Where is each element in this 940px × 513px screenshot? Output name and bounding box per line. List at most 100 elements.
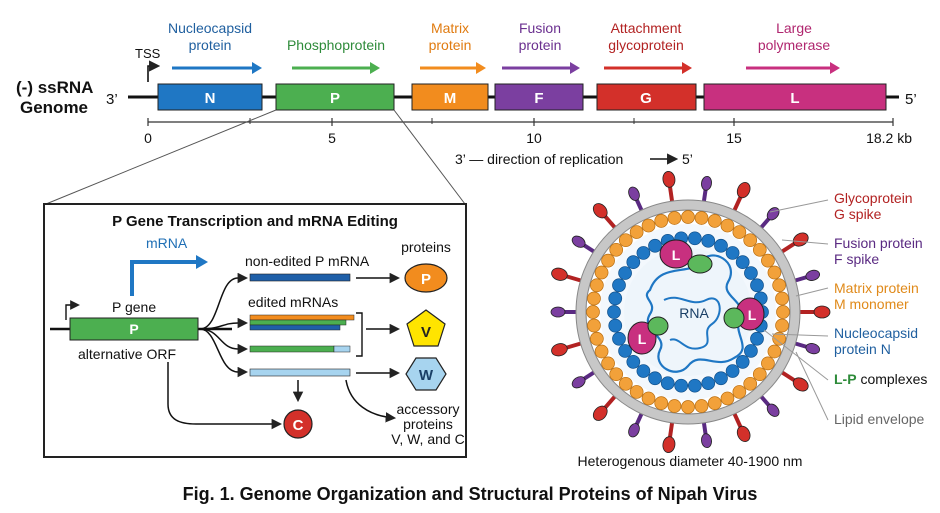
nucleocapsid-bead [612,278,626,293]
nucleocapsid-bead [687,231,702,246]
matrix-monomer [589,331,604,346]
zoom-line-right [393,109,466,205]
matrix-monomer [681,400,695,414]
edited-mrna-bar-4 [249,345,335,353]
tss-arrow-icon [147,60,161,82]
protein-w-icon [405,357,447,391]
matrix-monomer [667,399,682,413]
matrix-monomer [743,233,758,248]
f-spike-head [628,186,640,201]
arrowhead-F-icon [570,62,580,74]
protein-label-N-2: protein [189,37,232,53]
nucleocapsid-bead [648,238,662,253]
axis-tick-15: 15 [726,130,742,146]
matrix-monomer [594,265,609,280]
zoom-line-left [45,109,277,205]
alt-orf-label: alternative ORF [78,346,176,362]
matrix-monomer [609,242,624,257]
three-prime-end: 3’ [106,91,118,108]
nucleocapsid-bead [687,378,702,393]
legend-lp: L-P complexes [834,371,927,387]
g-spike-head [592,405,608,421]
protein-label-L-2: polymerase [758,37,831,53]
l-label-1: L [672,247,681,263]
matrix-monomer [589,278,604,293]
matrix-monomer [772,331,787,346]
protein-p-icon [404,263,448,293]
matrix-monomer [732,385,747,399]
edited-label: edited mRNAs [248,294,338,310]
protein-v-icon [406,309,446,347]
g-spike-head [592,203,608,219]
mrna-arrow-icon [130,260,198,296]
nucleocapsid-bead [618,344,632,358]
matrix-monomer [752,242,767,257]
protein-label-M-1: Matrix [431,20,469,36]
matrix-monomer [618,233,633,248]
matrix-monomer [767,265,782,280]
gene-letter-F: F [534,90,543,107]
branch-to-w [199,328,249,378]
legend-f-2: F spike [834,251,879,267]
gene-letter-M: M [444,90,457,107]
edited-mrna-bar-5 [333,345,351,353]
matrix-monomer [594,344,609,359]
edited-bracket [356,312,363,357]
legend-g-2: G spike [834,206,882,222]
matrix-monomer [587,318,601,333]
kb-axis [147,118,894,126]
l-label-2: L [638,331,647,347]
matrix-monomer [618,376,633,391]
axis-tick-10: 10 [526,130,542,146]
f-spike-head [701,433,712,449]
matrix-monomer [654,213,669,228]
matrix-monomer [629,225,644,239]
nucleocapsid-bead [744,266,758,280]
gene-box-P: P [275,83,395,111]
nucleocapsid-bead [714,371,728,386]
protein-v-letter: V [421,324,431,341]
accessory-line2: proteins [403,416,453,432]
matrix-monomer [767,344,782,359]
nucleocapsid-bead [725,246,740,260]
matrix-monomer [720,218,735,233]
matrix-monomer [681,210,695,224]
matrix-monomer [641,391,656,406]
gene-letter-P: P [330,90,340,107]
protein-label-G-2: glycoprotein [608,37,684,53]
f-spike-head [550,306,566,318]
replication-end: 5’ [682,151,693,167]
gene-box-M: M [411,83,489,111]
arrowhead-P-icon [370,62,380,74]
p-complex-3 [723,307,745,329]
edited-mrna-bar-1 [249,314,355,321]
g-spike-head [792,232,809,247]
rna-strand-2 [663,296,721,350]
matrix-monomer [775,318,789,333]
nucleocapsid-bead [612,331,626,346]
nucleocapsid-bead [714,238,728,253]
p-gene-label: P gene [112,299,156,315]
matrix-monomer [743,376,758,391]
accessory-line1: accessory [396,401,459,417]
legend-line-env [795,351,829,421]
protein-label-G-1: Attachment [611,20,682,36]
arrowhead-N-icon [252,62,262,74]
nucleocapsid-bead [735,255,750,269]
protein-label-F-1: Fusion [519,20,561,36]
legend-n-2: protein N [834,341,891,357]
matrix-monomer [707,396,722,411]
nucleocapsid-bead [618,266,632,280]
protein-c-letter: C [293,417,304,434]
p-complex-1 [687,254,713,274]
matrix-monomer [707,213,722,228]
matrix-monomer [772,278,787,293]
rna-label: RNA [679,305,709,321]
protein-label-F-2: protein [519,37,562,53]
protein-w-letter: W [419,367,434,384]
p-gene-box [69,317,199,341]
protein-label-N-1: Nucleocapsid [168,20,252,36]
inset-title: P Gene Transcription and mRNA Editing [112,213,398,230]
nucleocapsid-bead [648,371,662,386]
